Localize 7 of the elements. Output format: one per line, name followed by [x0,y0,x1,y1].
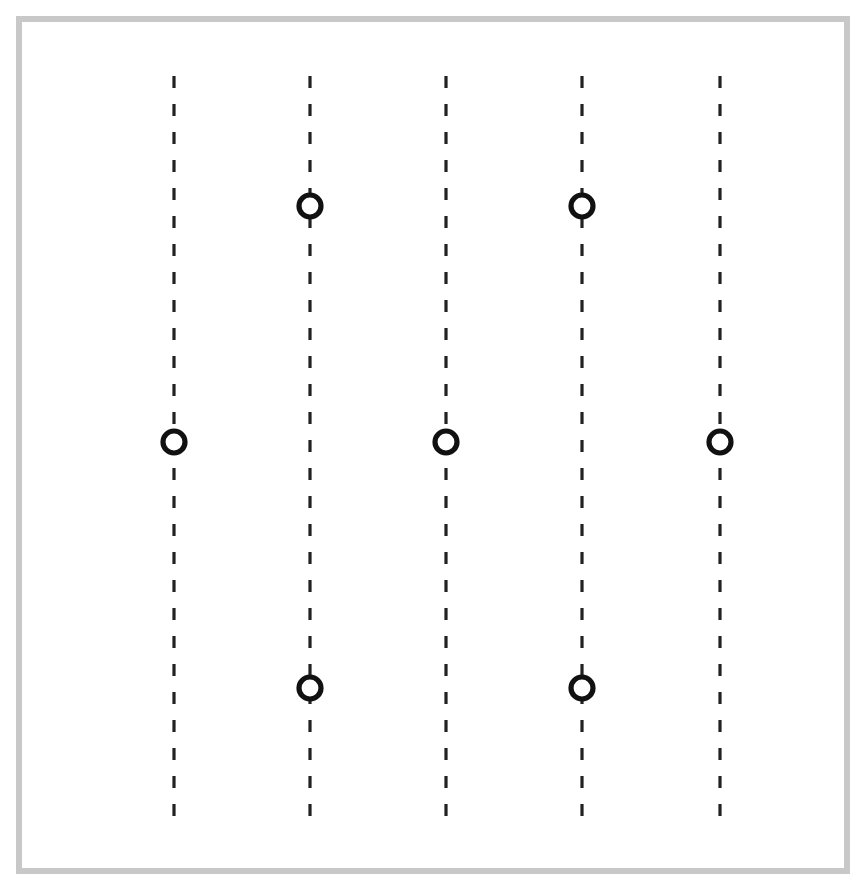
circle-marker [568,192,596,220]
circle-marker [568,674,596,702]
circle-marker [296,674,324,702]
circle-marker [296,192,324,220]
circle-marker [706,428,734,456]
circle-marker [160,428,188,456]
circle-marker [432,428,460,456]
